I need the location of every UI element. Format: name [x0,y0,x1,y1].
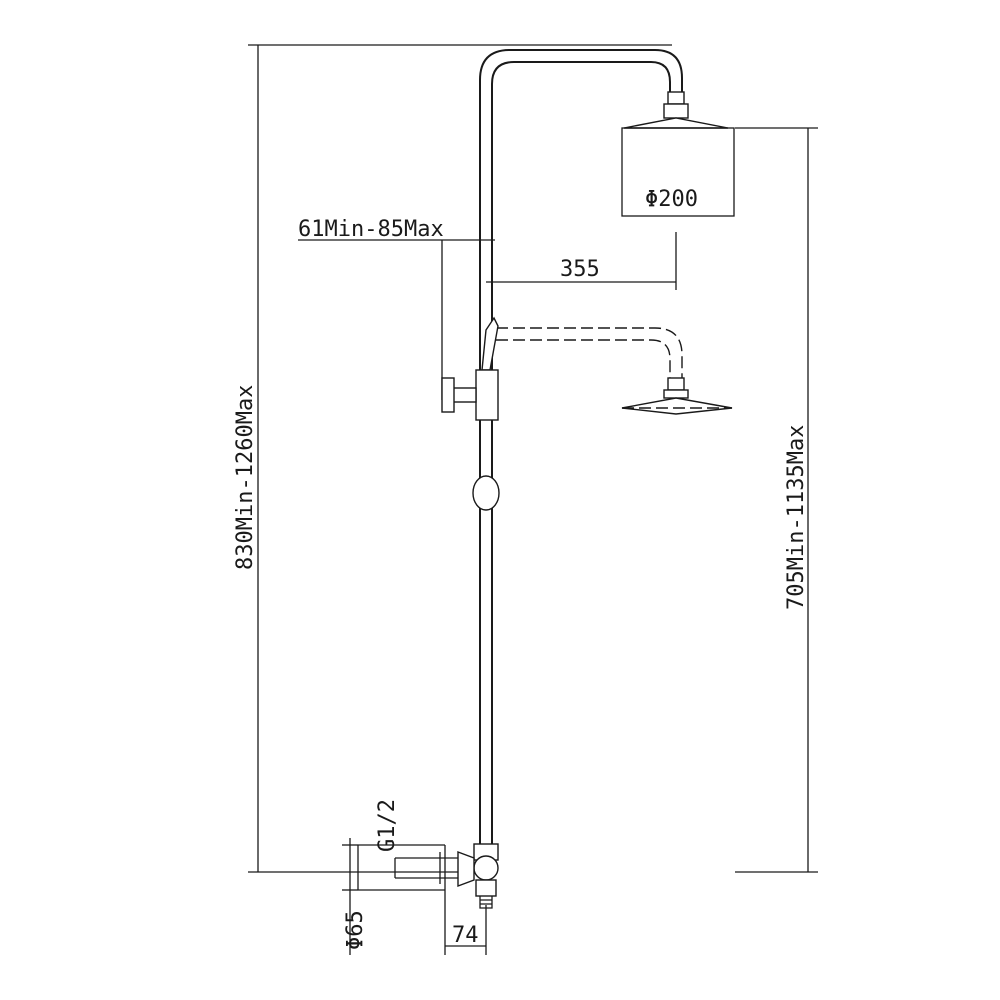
thread-label: G1/2 [375,799,400,852]
head-height-dimension: 705Min-1135Max [735,127,818,873]
upper-shower-head: Φ200 [621,91,735,217]
riser-pipe [479,49,683,870]
arm-length-dimension: 355 [486,232,677,290]
lower-shower-arm [496,327,733,415]
total-height-dimension: 830Min-1260Max [233,44,672,873]
arm-length-label: 355 [560,257,600,282]
outlet-depth-label: 74 [452,923,479,948]
flange-diameter-label: Φ65 [343,910,368,950]
bottom-connector [457,843,499,909]
wall-inlet: G1/2 [357,799,458,891]
head-diameter-label: Φ200 [645,187,698,212]
total-height-label: 830Min-1260Max [233,385,258,570]
flange-diameter-dimension: Φ65 [342,838,368,955]
bracket-offset-label: 61Min-85Max [298,217,444,242]
outlet-depth-dimension: 74 [444,890,487,955]
head-height-label: 705Min-1135Max [784,425,809,610]
wall-bracket [441,316,499,421]
slider-knob [472,475,500,511]
bracket-offset-dimension: 61Min-85Max [298,217,495,400]
